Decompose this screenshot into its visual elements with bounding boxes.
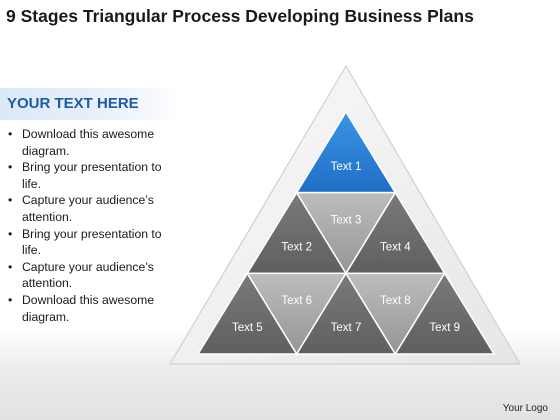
- list-item: • Bring your presentation to life.: [6, 159, 176, 192]
- stage-7-label: Text 7: [331, 322, 362, 334]
- list-item: • Capture your audience’s attention.: [6, 192, 176, 225]
- bullet-icon: •: [8, 127, 13, 141]
- bullet-icon: •: [8, 259, 13, 274]
- stage-5-label: Text 5: [232, 322, 263, 334]
- slide-title: 9 Stages Triangular Process Developing B…: [6, 6, 474, 26]
- bullet-text: Download this awesome diagram.: [22, 127, 155, 158]
- bullet-text: Download this awesome diagram.: [22, 292, 155, 324]
- stage-3-label: Text 3: [331, 215, 362, 227]
- bullet-text: Capture your audience’s attention.: [22, 259, 154, 291]
- list-item: • Bring your presentation to life.: [6, 226, 176, 259]
- list-item: • Capture your audience’s attention.: [6, 259, 176, 292]
- list-item: • Download this awesome diagram.: [6, 126, 176, 159]
- stage-1-label: Text 1: [331, 161, 362, 173]
- bullet-icon: •: [8, 193, 13, 208]
- stage-2-label: Text 2: [281, 241, 312, 253]
- bullet-list: • Download this awesome diagram. • Bring y…: [6, 126, 176, 325]
- stage-8-label: Text 8: [380, 295, 411, 307]
- bullet-icon: •: [8, 160, 13, 175]
- bullet-text: Capture your audience’s attention.: [22, 193, 154, 224]
- stage-6-label: Text 6: [281, 295, 312, 307]
- bullet-text: Bring your presentation to life.: [22, 160, 162, 191]
- bullet-text: Bring your presentation to life.: [22, 226, 162, 258]
- list-item: • Download this awesome diagram.: [6, 292, 176, 325]
- stage-9-triangle: [393, 271, 496, 355]
- logo-text: Your Logo: [502, 403, 548, 414]
- bullet-icon: •: [8, 292, 13, 307]
- bullet-icon: •: [8, 226, 13, 241]
- stage-9-label: Text 9: [429, 322, 460, 334]
- heading-band: [0, 88, 182, 120]
- stage-4-label: Text 4: [380, 241, 411, 253]
- sidebar-heading: YOUR TEXT HERE: [7, 95, 139, 112]
